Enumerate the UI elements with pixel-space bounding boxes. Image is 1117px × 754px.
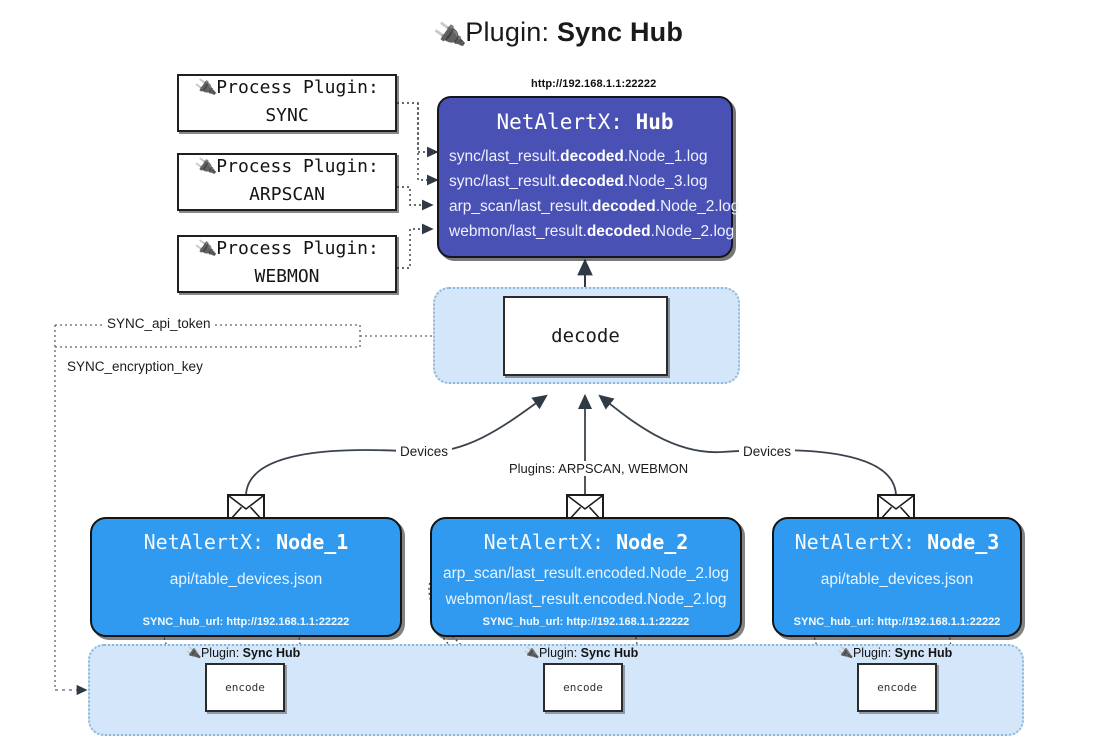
hub-header: NetAlertX: Hub (496, 110, 673, 134)
label-devices-right: Devices (739, 444, 796, 459)
node-footer: SYNC_hub_url: http://192.168.1.1:22222 (793, 616, 1001, 628)
hub-header-name: Hub (635, 110, 674, 134)
hub-url-caption: http://192.168.1.1:22222 (531, 78, 657, 90)
encode-subgraph-label-1: 🔌Plugin: Sync Hub (184, 644, 301, 662)
node-line: api/table_devices.json (820, 571, 974, 588)
node-card-node-2[interactable]: NetAlertX: Node_2 arp_scan/last_result.e… (430, 517, 742, 637)
node-card-node-3[interactable]: NetAlertX: Node_3 api/table_devices.json… (772, 517, 1022, 637)
node-card-node-1[interactable]: NetAlertX: Node_1 api/table_devices.json… (90, 517, 402, 637)
label-plugins-center: Plugins: ARPSCAN, WEBMON (505, 461, 693, 476)
process-plugin-value: WEBMON (254, 266, 320, 287)
node-line: api/table_devices.json (169, 571, 323, 588)
plug-icon: 🔌 (431, 18, 468, 52)
node-footer: SYNC_hub_url: http://192.168.1.1:22222 (482, 616, 690, 628)
label-devices-left: Devices (396, 444, 453, 459)
node-line: arp_scan/last_result.encoded.Node_2.log (442, 565, 730, 582)
node-footer: SYNC_hub_url: http://192.168.1.1:22222 (142, 616, 350, 628)
node-header: NetAlertX: Node_3 (794, 530, 1000, 554)
node-line: webmon/last_result.encoded.Node_2.log (445, 591, 727, 609)
encode-box-1[interactable]: encode (205, 663, 285, 712)
plug-icon: 🔌 (193, 76, 218, 100)
process-plugin-arpscan[interactable]: 🔌Process Plugin: ARPSCAN (177, 153, 397, 211)
encode-subgraph-label-2: 🔌Plugin: Sync Hub (522, 644, 639, 662)
encode-label: encode (563, 681, 603, 694)
decode-box[interactable]: decode (503, 296, 668, 376)
process-plugin-label: Process Plugin: (216, 156, 379, 178)
page-title-prefix: Plugin: (465, 17, 557, 47)
plug-icon: 🔌 (184, 644, 203, 662)
plug-icon: 🔌 (193, 155, 218, 179)
process-plugin-value: SYNC (265, 105, 309, 126)
encode-subgraph-label-3: 🔌Plugin: Sync Hub (836, 644, 953, 662)
process-plugin-value: ARPSCAN (249, 184, 325, 205)
hub-log-line: sync/last_result.decoded.Node_3.log (449, 173, 708, 191)
encode-box-3[interactable]: encode (857, 663, 937, 712)
process-plugin-sync[interactable]: 🔌Process Plugin: SYNC (177, 74, 397, 132)
hub-node[interactable]: NetAlertX: Hub sync/last_result.decoded.… (437, 96, 739, 258)
hub-log-line: sync/last_result.decoded.Node_1.log (449, 148, 708, 165)
hub-log-line: webmon/last_result.decoded.Node_2.log (449, 223, 735, 241)
plug-icon: 🔌 (836, 644, 855, 662)
plug-icon: 🔌 (193, 237, 218, 261)
hub-header-prefix: NetAlertX: (496, 110, 636, 134)
decode-label: decode (551, 325, 620, 347)
process-plugin-webmon[interactable]: 🔌Process Plugin: WEBMON (177, 235, 397, 293)
node-header: NetAlertX: Node_2 (483, 530, 689, 554)
encode-label: encode (877, 681, 917, 694)
page-title-name: Sync Hub (556, 17, 684, 47)
label-sync-api-token: SYNC_api_token (103, 316, 215, 331)
process-plugin-label: Process Plugin: (216, 238, 379, 260)
page-title: 🔌Plugin: Sync Hub (0, 16, 1117, 52)
plug-icon: 🔌 (522, 644, 541, 662)
encode-box-2[interactable]: encode (543, 663, 623, 712)
label-sync-encryption-key: SYNC_encryption_key (63, 359, 207, 374)
encode-label: encode (225, 681, 265, 694)
process-plugin-label: Process Plugin: (216, 77, 379, 99)
node-header: NetAlertX: Node_1 (143, 530, 349, 554)
hub-log-line: arp_scan/last_result.decoded.Node_2.log (449, 198, 740, 216)
